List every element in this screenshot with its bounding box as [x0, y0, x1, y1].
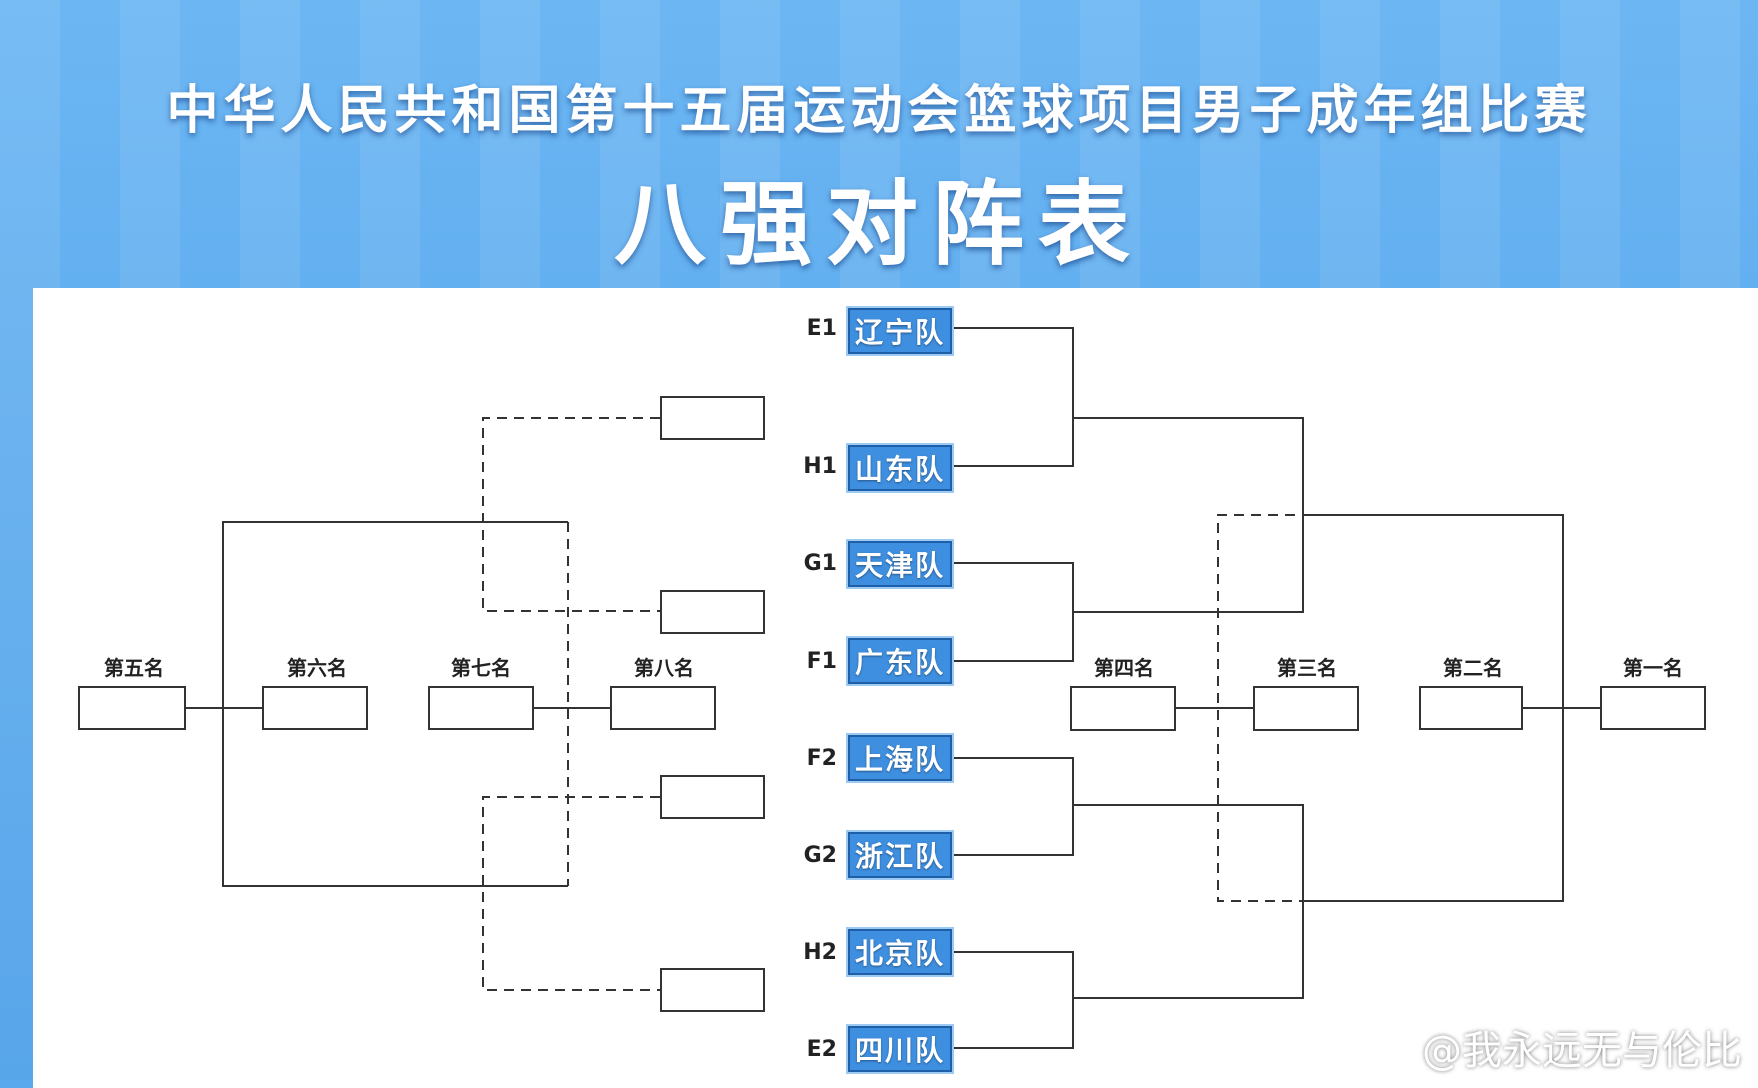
seed-label: H2	[803, 940, 837, 965]
loser-line-bottom	[482, 796, 660, 991]
seed-label: F2	[806, 746, 837, 771]
rank-label-first: 第一名	[1623, 656, 1683, 680]
rank-slot-second	[1419, 686, 1523, 730]
watermark: @我永远无与伦比	[1372, 1018, 1742, 1076]
loser-slot	[660, 968, 765, 1012]
rank-slot-eighth	[610, 686, 716, 730]
seed-label: E1	[806, 316, 837, 341]
rank-slot-sixth	[262, 686, 368, 730]
rank-slot-fifth	[78, 686, 186, 730]
team-box: 山东队	[846, 443, 954, 493]
rank-slot-seventh	[428, 686, 534, 730]
loser-line-top	[482, 417, 660, 612]
rank-label-fourth: 第四名	[1094, 656, 1154, 680]
weibo-icon	[1372, 1030, 1416, 1066]
bracket-lines	[186, 327, 1600, 1049]
team-box: 辽宁队	[846, 306, 954, 356]
team-box: 浙江队	[846, 830, 954, 880]
qf-line-g1-f1	[949, 562, 1074, 662]
rank-label-seventh: 第七名	[451, 656, 511, 680]
watermark-text: @我永远无与伦比	[1422, 1028, 1742, 1074]
seed-label: H1	[803, 454, 837, 479]
class-line-5th	[222, 521, 568, 887]
team-box: 广东队	[846, 636, 954, 686]
rank-slot-first	[1600, 686, 1706, 730]
qf-line-h2-e2	[949, 951, 1074, 1049]
page-title: 中华人民共和国第十五届运动会篮球项目男子成年组比赛	[166, 81, 1592, 141]
rank-label-sixth: 第六名	[287, 656, 347, 680]
seed-label: E2	[806, 1037, 837, 1062]
rank-slot-fourth	[1070, 686, 1176, 731]
bracket-board: E1 辽宁队 H1 山东队 G1 天津队 F1 广东队 F2 上海队 G2 浙江…	[33, 288, 1758, 1088]
loser-slot	[660, 775, 765, 819]
team-box: 四川队	[846, 1024, 954, 1074]
rank-label-third: 第三名	[1277, 656, 1337, 680]
rank-label-second: 第二名	[1443, 656, 1503, 680]
rank-label-fifth: 第五名	[104, 656, 164, 680]
qf-line-e1-h1	[949, 327, 1074, 467]
team-box: 天津队	[846, 539, 954, 589]
cross-line-dashed	[1217, 514, 1363, 902]
loser-slot	[660, 396, 765, 440]
seed-label: G2	[803, 843, 837, 868]
rank-slot-third	[1253, 686, 1359, 731]
team-box: 上海队	[846, 733, 954, 783]
loser-slot	[660, 590, 765, 634]
team-box: 北京队	[846, 927, 954, 977]
rank-label-eighth: 第八名	[634, 656, 694, 680]
seed-label: F1	[806, 649, 837, 674]
seed-label: G1	[803, 551, 837, 576]
page-subtitle: 八强对阵表	[613, 171, 1144, 278]
qf-line-f2-g2	[949, 757, 1074, 856]
